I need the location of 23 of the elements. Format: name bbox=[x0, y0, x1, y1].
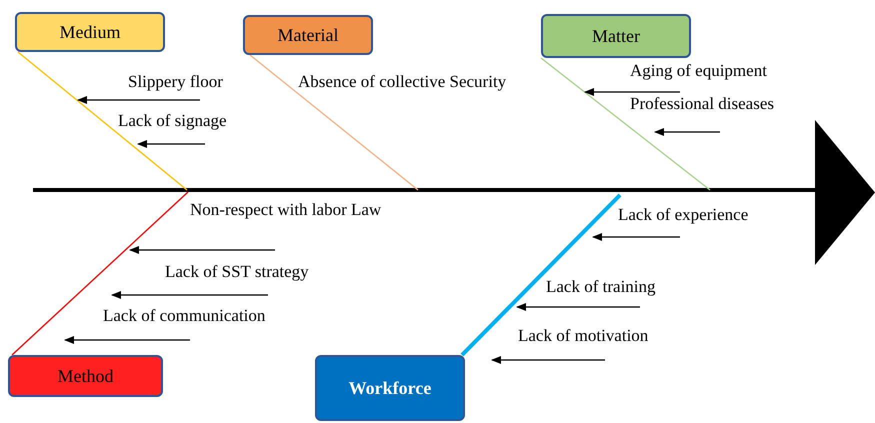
cause-label: Lack of signage bbox=[118, 111, 227, 131]
bone-line bbox=[12, 192, 188, 356]
category-box: Material bbox=[243, 15, 373, 55]
spine-line bbox=[33, 188, 815, 192]
triangle-head bbox=[815, 120, 875, 265]
cause-label: Lack of training bbox=[546, 277, 656, 297]
bone-line bbox=[18, 52, 188, 190]
category-box: Method bbox=[8, 355, 163, 397]
cause-label: Professional diseases bbox=[630, 94, 774, 114]
bone-line bbox=[250, 54, 418, 190]
category-box: Matter bbox=[541, 14, 691, 58]
cause-label: Lack of SST strategy bbox=[165, 262, 309, 282]
bone-line bbox=[460, 194, 622, 356]
cause-label: Aging of equipment bbox=[630, 61, 767, 81]
cause-label: Absence of collective Security bbox=[298, 72, 506, 92]
cause-label: Slippery floor bbox=[128, 72, 223, 92]
bone-line bbox=[540, 57, 710, 191]
category-box: Medium bbox=[15, 12, 165, 52]
cause-label: Non-respect with labor Law bbox=[190, 200, 382, 220]
cause-label: Lack of experience bbox=[618, 205, 748, 225]
cause-label: Lack of motivation bbox=[518, 326, 648, 346]
cause-label: Lack of communication bbox=[103, 306, 266, 326]
category-box: Workforce bbox=[315, 355, 465, 421]
